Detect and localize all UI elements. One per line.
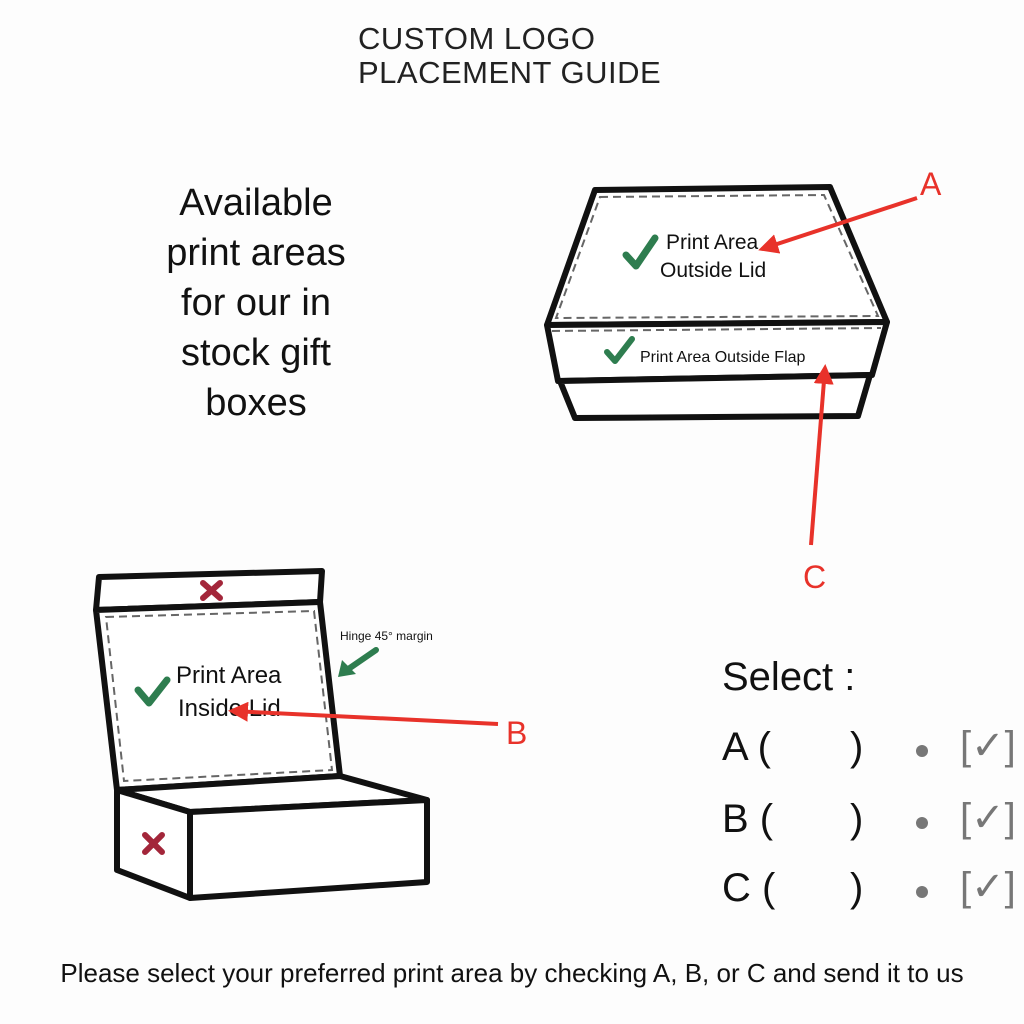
- inside-lid-label-line-1: Print Area: [176, 662, 282, 689]
- bullet-icon: [916, 817, 928, 829]
- lid-label-line-2: Outside Lid: [660, 259, 766, 282]
- bullet-icon: [916, 745, 928, 757]
- inside-lid-check-icon: [134, 676, 171, 707]
- flap-dashed-top: [551, 327, 882, 332]
- open-box-base-front: [187, 797, 430, 901]
- option-b-checkbox[interactable]: [✓]: [960, 796, 1016, 840]
- hinge-note: Hinge 45° margin: [340, 629, 433, 643]
- option-a-letter: A (: [722, 725, 771, 769]
- arrow-b: [228, 701, 499, 726]
- title-line-2: PLACEMENT GUIDE: [358, 55, 662, 90]
- bullet-icon: [916, 886, 928, 898]
- base-side-cross-icon: [142, 832, 165, 855]
- lid-check-icon: [622, 234, 659, 270]
- hinge-arrow-icon: [338, 647, 379, 677]
- option-b-close: ): [850, 797, 864, 841]
- marker-c: C: [803, 559, 826, 595]
- flap-label: Print Area Outside Flap: [640, 349, 806, 366]
- option-a[interactable]: A ( ) [✓]: [722, 724, 1022, 775]
- intro-text: Available print areas for our in stock g…: [166, 182, 346, 424]
- closed-box-lid-top: [544, 184, 890, 328]
- option-c-close: ): [850, 866, 864, 910]
- footer-instruction: Please select your preferred print area …: [60, 958, 964, 988]
- open-box: Print Area Inside Lid Hinge 45° margin B: [93, 568, 527, 901]
- title-line-1: CUSTOM LOGO: [358, 21, 596, 56]
- lid-label-line-1: Print Area: [666, 231, 759, 254]
- option-c-checkbox[interactable]: [✓]: [960, 865, 1016, 909]
- option-c[interactable]: C ( ) [✓]: [722, 865, 1022, 916]
- option-c-letter: C (: [722, 866, 776, 910]
- arrow-a: [758, 196, 918, 254]
- lid-top-print-area: [554, 193, 880, 320]
- option-a-close: ): [850, 725, 864, 769]
- closed-box-base: [557, 372, 873, 421]
- arrow-c: [809, 364, 834, 546]
- box-diagram: Print Area Outside Lid Print Area Outsid…: [93, 166, 942, 901]
- option-a-checkbox[interactable]: [✓]: [960, 724, 1016, 768]
- option-b-letter: B (: [722, 797, 774, 841]
- guide-title: CUSTOM LOGO PLACEMENT GUIDE: [358, 22, 661, 90]
- inside-lid-print-area: [104, 609, 334, 783]
- select-title: Select :: [722, 655, 856, 699]
- marker-a: A: [920, 166, 942, 202]
- marker-b: B: [506, 715, 527, 751]
- flap-check-icon: [604, 336, 635, 364]
- option-b[interactable]: B ( ) [✓]: [722, 796, 1022, 847]
- inside-lid-label-line-2: Inside Lid: [178, 695, 281, 722]
- closed-box: Print Area Outside Lid Print Area Outsid…: [544, 166, 942, 595]
- lid-flap-cross-icon: [200, 580, 223, 601]
